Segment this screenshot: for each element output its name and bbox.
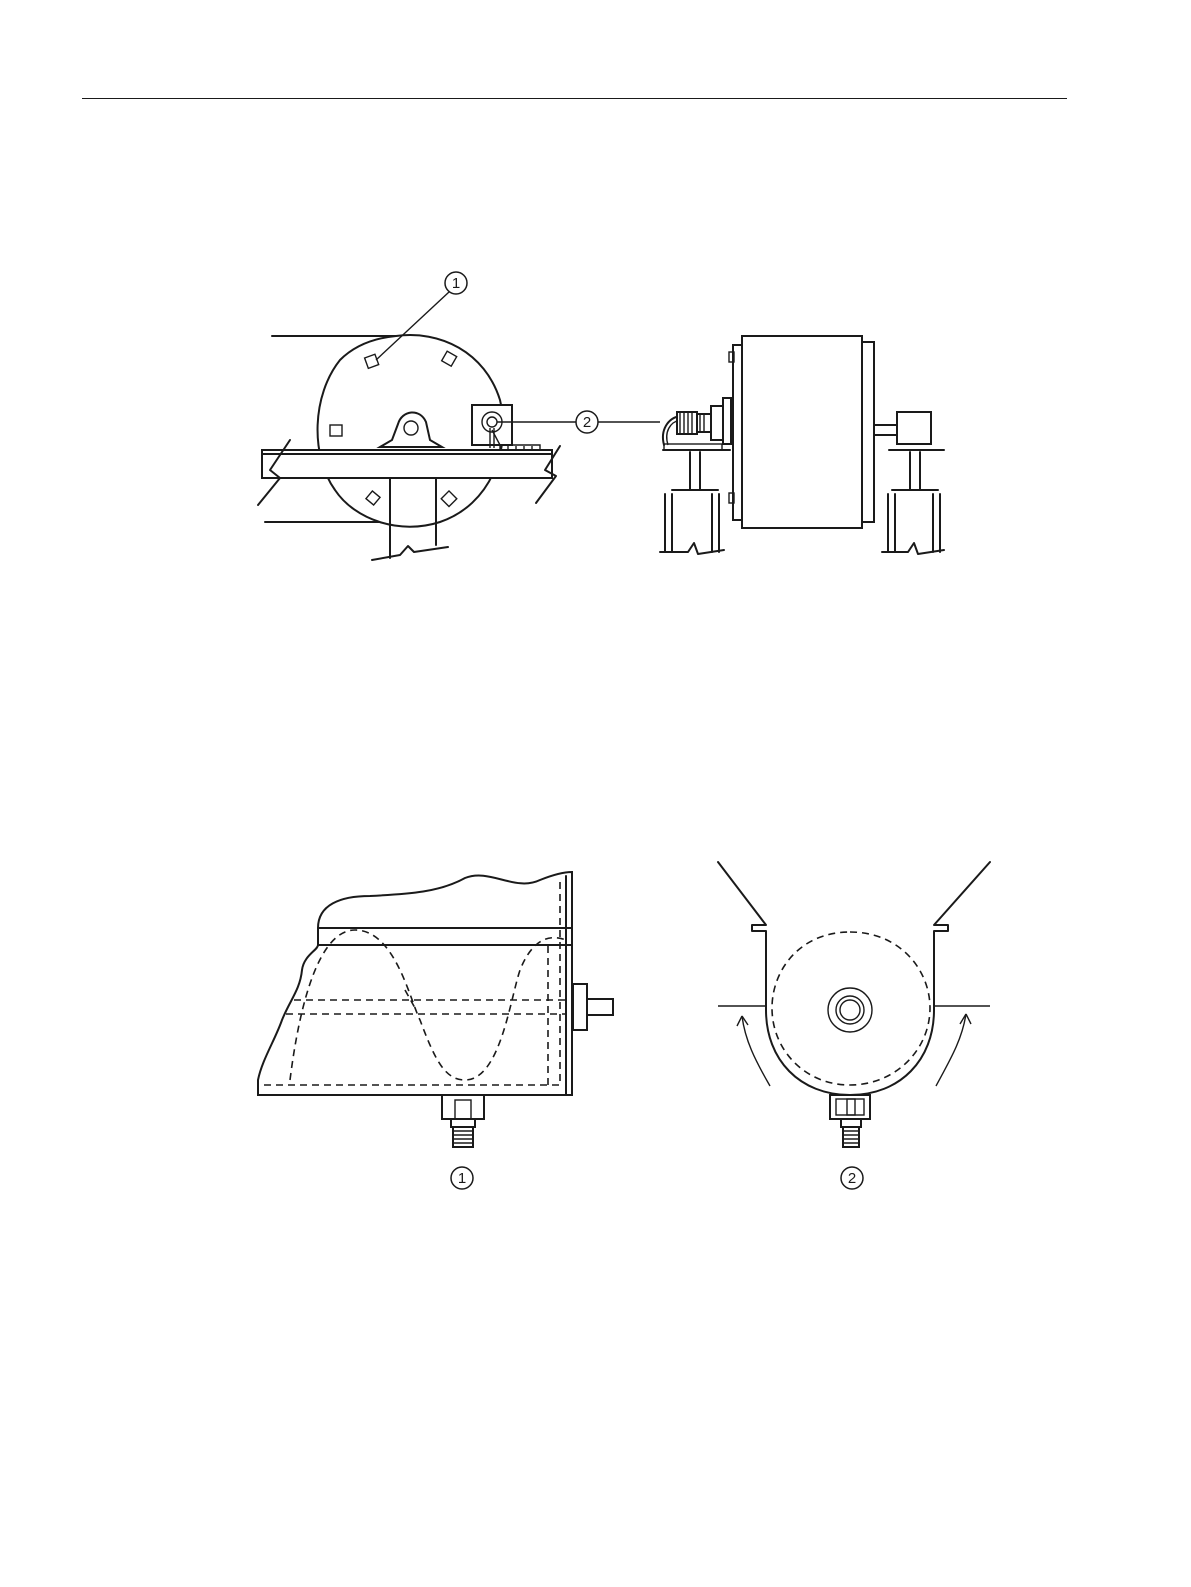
callout-bottom-2-label: 2 xyxy=(848,1170,856,1187)
callout-bottom-1: 1 xyxy=(451,1167,473,1189)
sensor-bottom-end xyxy=(830,1095,870,1147)
callout-bottom-2: 2 xyxy=(841,1167,863,1189)
callout-bottom-1-label: 1 xyxy=(458,1170,466,1187)
sensor-bottom-side xyxy=(442,1095,484,1147)
trough-side-view xyxy=(258,872,572,1095)
shaft-end xyxy=(573,984,613,1030)
trough-end-view xyxy=(718,862,990,1095)
